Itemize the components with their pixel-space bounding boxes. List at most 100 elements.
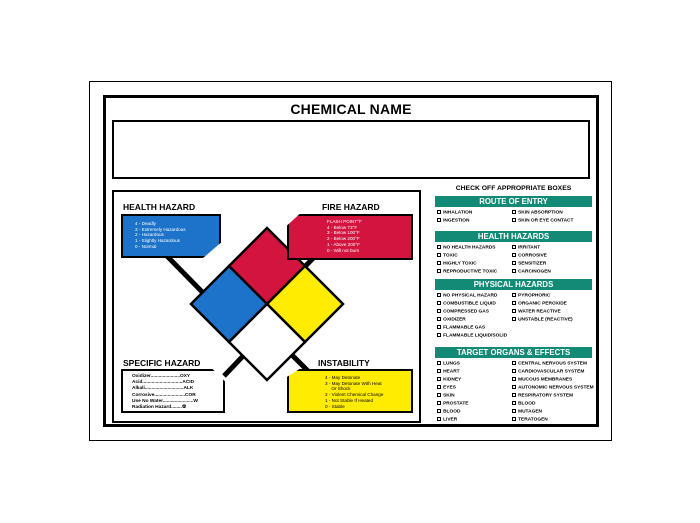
specific-key-line: Alkali.............................ALK	[132, 386, 194, 392]
checklist-item[interactable]: CORROSIVE	[512, 253, 547, 259]
fire-key-line: FLASH POINT°F	[327, 219, 362, 224]
checkbox-icon[interactable]	[437, 261, 441, 265]
checkbox-icon[interactable]	[437, 393, 441, 397]
checklist-item[interactable]: MUCOUS MEMBRANES	[512, 377, 572, 383]
checkbox-icon[interactable]	[437, 361, 441, 365]
checklist-item-label: NO HEALTH HAZARDS	[443, 245, 496, 251]
checklist-item[interactable]: NO HEALTH HAZARDS	[437, 245, 496, 251]
checklist-item[interactable]: SKIN OR EYE CONTACT	[512, 218, 573, 224]
checkbox-icon[interactable]	[437, 245, 441, 249]
checklist-item[interactable]: HEART	[437, 369, 460, 375]
checkbox-icon[interactable]	[512, 409, 516, 413]
checkbox-icon[interactable]	[437, 417, 441, 421]
specific-key-line: Radiation Hazard........☢	[132, 405, 187, 411]
checkbox-icon[interactable]	[512, 210, 516, 214]
checklist-item[interactable]: COMPRESSED GAS	[437, 309, 489, 315]
checkbox-icon[interactable]	[437, 317, 441, 321]
specific-hazard-heading: SPECIFIC HAZARD	[123, 358, 201, 368]
checklist-item[interactable]: MUTAGEN	[512, 409, 542, 415]
checklist-item[interactable]: HIGHLY TOXIC	[437, 261, 477, 267]
checkbox-icon[interactable]	[437, 309, 441, 313]
checkbox-icon[interactable]	[437, 293, 441, 297]
checkbox-icon[interactable]	[512, 401, 516, 405]
checkbox-icon[interactable]	[437, 325, 441, 329]
health-key-line: 2 - Hazardous	[135, 232, 164, 238]
checklist-item[interactable]: SKIN ABSORPTION	[512, 210, 563, 216]
checkbox-icon[interactable]	[437, 401, 441, 405]
checklist-item[interactable]: BLOOD	[512, 401, 535, 407]
checkbox-icon[interactable]	[437, 409, 441, 413]
checklist-item[interactable]: LIVER	[437, 417, 457, 423]
checkbox-icon[interactable]	[437, 269, 441, 273]
checklist-item[interactable]: INGESTION	[437, 218, 469, 224]
checkbox-icon[interactable]	[437, 301, 441, 305]
checklist-item-label: UNSTABLE (REACTIVE)	[518, 317, 573, 323]
specific-connector-line	[222, 353, 246, 378]
checklist-title: CHECK OFF APPROPRIATE BOXES	[455, 185, 572, 192]
checkbox-icon[interactable]	[512, 385, 516, 389]
checklist-item[interactable]: CARDIOVASCULAR SYSTEM	[512, 369, 584, 375]
checklist-item-label: IRRITANT	[518, 245, 541, 251]
checklist-item-label: KIDNEY	[443, 377, 462, 383]
checkbox-icon[interactable]	[437, 253, 441, 257]
checkbox-icon[interactable]	[437, 333, 441, 337]
checkbox-icon[interactable]	[512, 218, 516, 222]
checklist-item[interactable]: ORGANIC PEROXIDE	[512, 301, 567, 307]
checklist-item[interactable]: LUNGS	[437, 361, 460, 367]
checklist-item[interactable]: IRRITANT	[512, 245, 540, 251]
checklist-item[interactable]: EYES	[437, 385, 456, 391]
checkbox-icon[interactable]	[512, 369, 516, 373]
fire-hazard-heading: FIRE HAZARD	[322, 202, 380, 212]
checklist-item[interactable]: REPRODUCTIVE TOXIC	[437, 269, 497, 275]
checkbox-icon[interactable]	[512, 293, 516, 297]
checkbox-icon[interactable]	[437, 218, 441, 222]
checklist-item[interactable]: PROSTATE	[437, 401, 469, 407]
checkbox-icon[interactable]	[512, 317, 516, 321]
checklist-item[interactable]: WATER REACTIVE	[512, 309, 561, 315]
health-hazard-heading: HEALTH HAZARD	[123, 202, 196, 212]
checklist-item[interactable]: FLAMMABLE GAS	[437, 325, 485, 331]
checkbox-icon[interactable]	[512, 417, 516, 421]
checkbox-icon[interactable]	[512, 261, 516, 265]
checkbox-icon[interactable]	[512, 361, 516, 365]
checklist-item[interactable]: CENTRAL NERVOUS SYSTEM	[512, 361, 587, 367]
fire-key-line: 4 - Below 73°F	[327, 224, 358, 230]
checklist-item[interactable]: NO PHYSICAL HAZARD	[437, 293, 497, 299]
checkbox-icon[interactable]	[512, 301, 516, 305]
checklist-item[interactable]: AUTONOMIC NERVOUS SYSTEM	[512, 385, 594, 391]
checkbox-icon[interactable]	[437, 377, 441, 381]
specific-key-line: Corrosive.......................COR	[132, 392, 196, 398]
checklist-item[interactable]: PYROPHORIC	[512, 293, 550, 299]
checkbox-icon[interactable]	[512, 393, 516, 397]
checklist-item[interactable]: CARCINOGEN	[512, 269, 551, 275]
checkbox-icon[interactable]	[512, 377, 516, 381]
checklist-item[interactable]: SKIN	[437, 393, 455, 399]
label-panel: CHEMICAL NAME HEALTH HAZARD FIRE HAZARD …	[103, 95, 599, 427]
checkbox-icon[interactable]	[437, 385, 441, 389]
instability-key-line: Or Shock	[325, 386, 351, 392]
checklist-item[interactable]: KIDNEY	[437, 377, 461, 383]
checkbox-icon[interactable]	[437, 369, 441, 373]
checklist-item[interactable]: SENSITIZER	[512, 261, 546, 267]
checklist-item[interactable]: FLAMMABLE LIQUID/SOLID	[437, 333, 507, 339]
checklist-item[interactable]: TOXIC	[437, 253, 458, 259]
checkbox-icon[interactable]	[512, 309, 516, 313]
checklist-item-label: EYES	[443, 385, 456, 391]
checkbox-icon[interactable]	[437, 210, 441, 214]
checklist-item-label: FLAMMABLE GAS	[443, 325, 486, 331]
checklist-item[interactable]: BLOOD	[437, 409, 460, 415]
checklist-item[interactable]: OXIDIZER	[437, 317, 466, 323]
health-key-line: 3 - Extremely Hazardous	[135, 226, 186, 232]
checkbox-icon[interactable]	[512, 253, 516, 257]
checklist-item[interactable]: INHALATION	[437, 210, 472, 216]
checklist-item[interactable]: TERATOGEN	[512, 417, 548, 423]
specific-diamond[interactable]	[227, 302, 307, 382]
checkbox-icon[interactable]	[512, 269, 516, 273]
checklist-item[interactable]: UNSTABLE (REACTIVE)	[512, 317, 573, 323]
checklist-item-label: HIGHLY TOXIC	[443, 261, 477, 267]
checklist-item[interactable]: COMBUSTIBLE LIQUID	[437, 301, 496, 307]
instability-heading: INSTABILITY	[318, 358, 370, 368]
checkbox-icon[interactable]	[512, 245, 516, 249]
checklist-item[interactable]: RESPIRATORY SYSTEM	[512, 393, 573, 399]
chemical-name-field[interactable]	[112, 120, 590, 179]
